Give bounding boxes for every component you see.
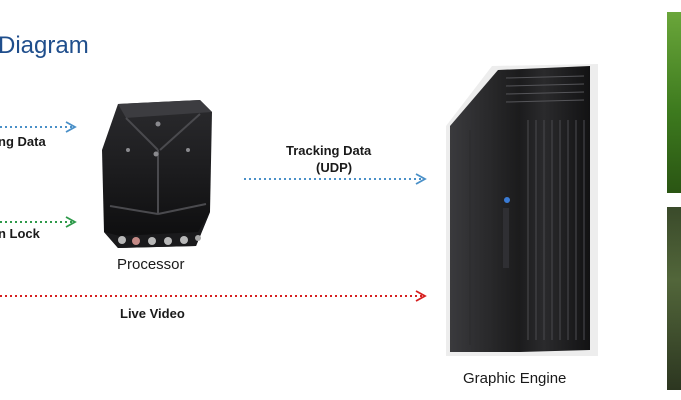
live-video-arrow [0, 290, 427, 302]
tracking-udp-arrow [244, 173, 427, 185]
tracking-udp-label-line1: Tracking Data [286, 143, 372, 158]
diagram-title: Diagram [0, 32, 89, 59]
lock-in-label: n Lock [0, 226, 40, 241]
lock-in-arrow [0, 216, 77, 228]
side-photo-bottom [667, 207, 681, 390]
side-photo-top [667, 12, 681, 193]
tracking-data-in-label: ng Data [0, 134, 46, 149]
live-video-label: Live Video [120, 306, 185, 321]
tracking-udp-label-line2: (UDP) [316, 160, 353, 175]
processor-box-icon [102, 100, 212, 248]
tracking-data-in-arrow [0, 121, 77, 133]
processor-caption: Processor [117, 256, 185, 273]
workstation-tower-icon [446, 64, 598, 356]
graphic-engine-caption: Graphic Engine [463, 370, 567, 387]
